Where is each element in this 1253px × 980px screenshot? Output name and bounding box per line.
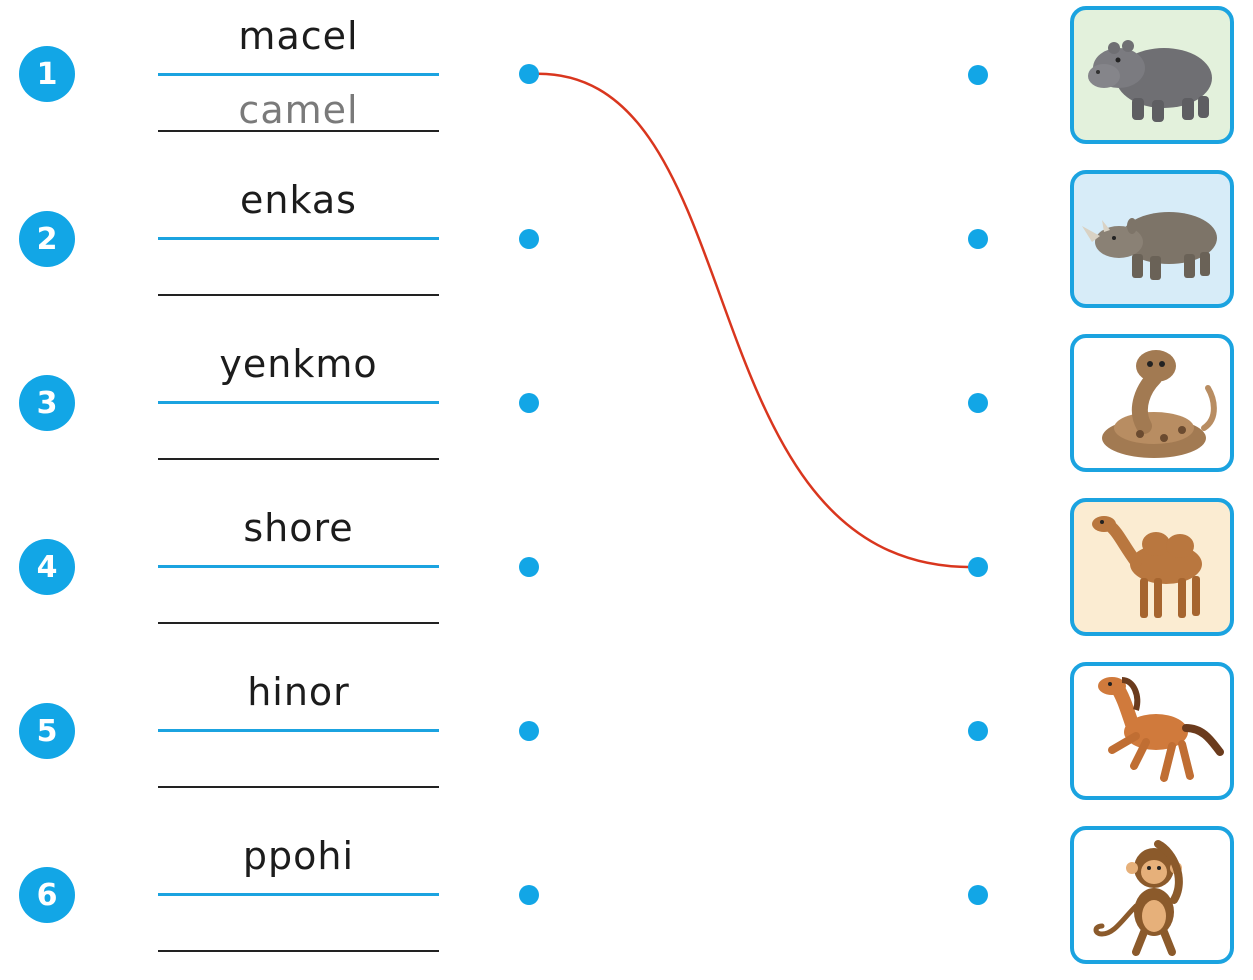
picture-dot-1[interactable]	[968, 65, 988, 85]
picture-dot-6[interactable]	[968, 885, 988, 905]
answer-line-5	[158, 786, 439, 788]
word-dot-4[interactable]	[519, 557, 539, 577]
picture-card-hippo[interactable]	[1070, 6, 1234, 144]
word-dot-2[interactable]	[519, 229, 539, 249]
item-number-badge-6: 6	[19, 867, 75, 923]
camel-icon	[1092, 516, 1202, 618]
answer-line-4	[158, 622, 439, 624]
answer-field-1[interactable]: camel	[238, 88, 359, 132]
scrambled-word-1: macel	[238, 14, 359, 58]
picture-card-snake[interactable]	[1070, 334, 1234, 472]
scrambled-word-2: enkas	[240, 178, 357, 222]
word-dot-3[interactable]	[519, 393, 539, 413]
answer-line-6	[158, 950, 439, 952]
picture-card-monkey[interactable]	[1070, 826, 1234, 964]
scrambled-underline-3	[158, 401, 439, 404]
picture-dot-2[interactable]	[968, 229, 988, 249]
picture-dot-4[interactable]	[968, 557, 988, 577]
picture-dot-5[interactable]	[968, 721, 988, 741]
word-dot-5[interactable]	[519, 721, 539, 741]
scrambled-word-3: yenkmo	[219, 342, 378, 386]
picture-card-horse[interactable]	[1070, 662, 1234, 800]
scrambled-word-5: hinor	[247, 670, 350, 714]
picture-card-camel[interactable]	[1070, 498, 1234, 636]
item-number-badge-5: 5	[19, 703, 75, 759]
scrambled-underline-1	[158, 73, 439, 76]
picture-dot-3[interactable]	[968, 393, 988, 413]
snake-icon	[1102, 350, 1217, 458]
picture-card-rhino[interactable]	[1070, 170, 1234, 308]
connector-path	[528, 72, 979, 569]
scrambled-underline-5	[158, 729, 439, 732]
word-dot-1[interactable]	[519, 64, 539, 84]
answer-line-2	[158, 294, 439, 296]
hippo-icon	[1088, 40, 1212, 122]
item-number-badge-3: 3	[19, 375, 75, 431]
scrambled-underline-2	[158, 237, 439, 240]
scrambled-word-4: shore	[243, 506, 354, 550]
scrambled-word-6: ppohi	[242, 834, 355, 878]
rhino-icon	[1082, 212, 1217, 280]
answer-line-3	[158, 458, 439, 460]
item-number-badge-1: 1	[19, 46, 75, 102]
item-number-badge-2: 2	[19, 211, 75, 267]
answer-line-1	[158, 130, 439, 132]
horse-icon	[1098, 677, 1224, 782]
scrambled-underline-6	[158, 893, 439, 896]
item-number-badge-4: 4	[19, 539, 75, 595]
scrambled-underline-4	[158, 565, 439, 568]
word-dot-6[interactable]	[519, 885, 539, 905]
monkey-icon	[1093, 840, 1183, 956]
